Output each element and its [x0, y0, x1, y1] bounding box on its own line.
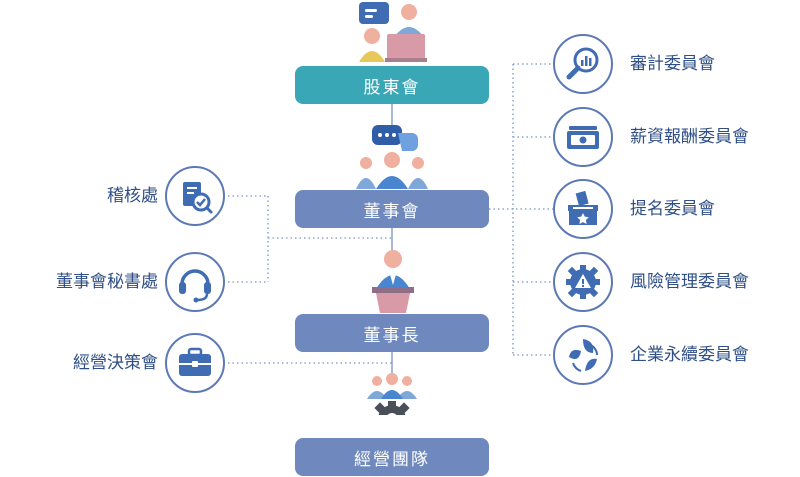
magnifier-chart-icon [566, 47, 599, 80]
leaves-icon [569, 339, 598, 372]
sustainability-committee-badge [553, 325, 613, 385]
briefcase-icon [179, 347, 211, 376]
audit-office-badge [165, 166, 225, 226]
gear-warning-icon [566, 265, 600, 299]
headset-icon [179, 269, 211, 303]
node-label: 董事長 [363, 325, 421, 346]
audit-committee-label: 審計委員會 [630, 54, 715, 74]
cash-icon [567, 126, 599, 149]
node-label: 股東會 [363, 77, 421, 98]
risk-management-committee-badge [553, 252, 613, 312]
chairman-node: 董事長 [295, 314, 489, 352]
board-illustration-icon [356, 125, 428, 189]
sustainability-committee-label: 企業永續委員會 [630, 345, 749, 365]
node-label: 董事會 [363, 201, 421, 222]
board-secretariat-label: 董事會秘書處 [56, 272, 158, 292]
board-secretariat-badge [165, 252, 225, 312]
nomination-committee-label: 提名委員會 [630, 199, 715, 219]
management-decision-meeting-label: 經營決策會 [73, 353, 158, 373]
management-illustration-icon [359, 373, 425, 439]
document-check-icon [183, 182, 213, 214]
management-team-node: 經營團隊 [295, 438, 489, 476]
audit-office-label: 稽核處 [107, 186, 158, 206]
shareholders-illustration-icon [359, 2, 427, 62]
board-of-directors-node: 董事會 [295, 190, 489, 228]
remuneration-committee-label: 薪資報酬委員會 [630, 127, 749, 147]
nomination-committee-badge [553, 179, 613, 239]
node-label: 經營團隊 [354, 449, 430, 470]
ballot-box-icon [568, 190, 598, 225]
management-decision-meeting-badge [165, 333, 225, 393]
remuneration-committee-badge [553, 107, 613, 167]
risk-management-committee-label: 風險管理委員會 [630, 272, 749, 292]
audit-committee-badge [553, 34, 613, 94]
shareholders-meeting-node: 股東會 [295, 66, 489, 104]
chairman-illustration-icon [372, 250, 414, 313]
